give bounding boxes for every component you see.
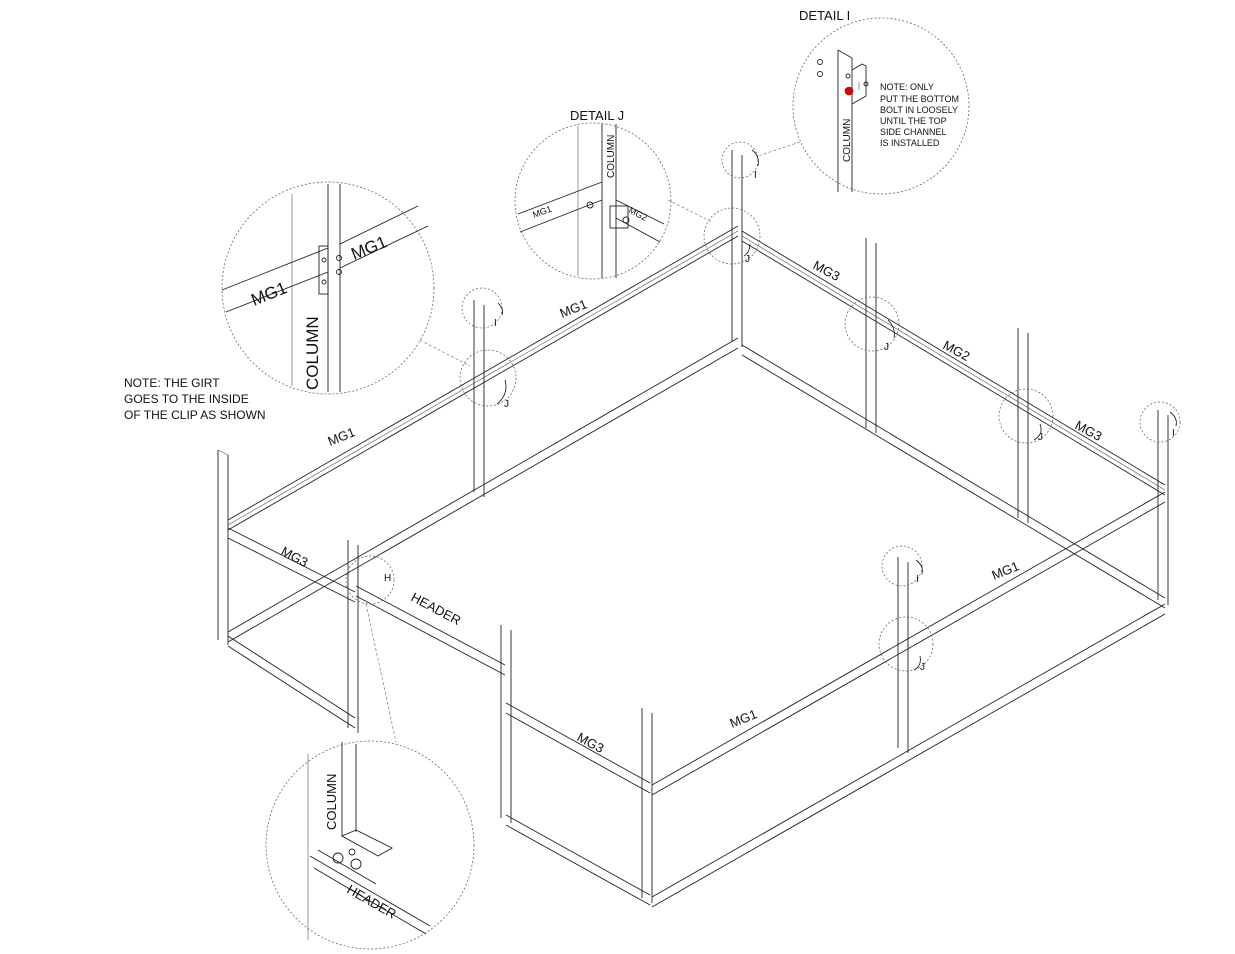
girt-note: NOTE: THE GIRT GOES TO THE INSIDE OF THE… <box>124 376 266 422</box>
label-mg1-left: MG1 <box>326 424 358 448</box>
girt-mg3-front <box>505 702 651 794</box>
detail-i-title: DETAIL I <box>799 8 850 23</box>
column-front-mid <box>641 708 653 903</box>
girt-note-line-1: NOTE: THE GIRT <box>124 376 220 390</box>
loose-bolt-highlight <box>844 86 854 96</box>
detail-h: COLUMN HEADER <box>265 740 475 950</box>
detail-j-title: DETAIL J <box>570 108 624 123</box>
ref-i-1: I <box>494 318 497 329</box>
bolt-note-line-2: PUT THE BOTTOM <box>880 94 959 104</box>
ref-j-3: J <box>884 342 889 353</box>
detail-label-mg1-a: MG1 <box>248 278 289 309</box>
column-back-corner <box>731 150 743 347</box>
detail-reference-letters: I J I J J J I I J H <box>384 170 1175 673</box>
column-left-mid <box>473 300 485 497</box>
detail-j-label-mg1: MG1 <box>531 204 553 220</box>
girt-mg1-left-top <box>227 225 739 531</box>
bolt-note-line-4: UNTIL THE TOP <box>880 116 947 126</box>
label-mg1-front: MG1 <box>728 706 760 730</box>
detail-h-label-header: HEADER <box>345 882 399 922</box>
bolt-note-line-6: IS INSTALLED <box>880 138 940 148</box>
column-door-right <box>500 625 512 823</box>
girt-right-top <box>741 230 1166 496</box>
ref-j-5: J <box>920 662 925 673</box>
girt-note-line-2: GOES TO THE INSIDE <box>124 392 249 406</box>
ref-j-4: J <box>1038 432 1043 443</box>
header-beam <box>355 585 506 676</box>
label-header: HEADER <box>409 589 464 628</box>
rail-right-bottom <box>741 344 1166 609</box>
ref-j-2: J <box>745 254 750 265</box>
label-mg3-right: MG3 <box>1073 417 1105 443</box>
girt-note-line-3: OF THE CLIP AS SHOWN <box>124 408 266 422</box>
rail-left-bottom <box>227 337 739 643</box>
frame-part-labels: MG1 MG1 MG3 MG2 MG3 MG1 MG3 HEADER MG3 M… <box>279 257 1105 755</box>
ref-j-1: J <box>504 399 509 410</box>
column-back-right-2 <box>1017 328 1029 523</box>
rotation-arrows <box>496 149 1177 671</box>
column-back-right-1 <box>865 238 877 433</box>
bolt-note-line-1: NOTE: ONLY <box>880 82 934 92</box>
detail-mg1-column: MG1 MG1 COLUMN <box>221 181 435 395</box>
detail-h-label-column: COLUMN <box>324 774 339 830</box>
detail-label-column-a: COLUMN <box>303 316 322 390</box>
label-mg1-back: MG1 <box>558 296 590 320</box>
column-door-left <box>347 540 359 733</box>
detail-leaders <box>365 141 801 743</box>
main-frame <box>217 150 1169 908</box>
rail-front-bottom <box>505 814 651 906</box>
bolt-note-line-3: BOLT IN LOOSELY <box>880 105 958 115</box>
detail-j-label-mg2: MG2 <box>627 205 649 223</box>
detail-j: DETAIL J MG1 MG2 COLUMN <box>514 108 672 280</box>
label-mg1-right: MG1 <box>990 558 1022 582</box>
column-left-end <box>217 449 229 645</box>
detail-i: DETAIL I COLUMN NOTE: ONLY PUT THE BOTTO… <box>792 8 970 195</box>
detail-markers <box>345 141 1181 672</box>
detail-i-label-column: COLUMN <box>842 119 853 162</box>
bolt-note-line-5: SIDE CHANNEL <box>880 127 947 137</box>
rail-left-end-bottom <box>227 635 356 729</box>
column-right-end <box>1157 410 1169 605</box>
rail-front-bottom-long <box>651 603 1166 908</box>
girt-mg3-left-end <box>227 527 356 603</box>
ref-h-1: H <box>384 573 391 584</box>
girt-mg1-front <box>651 491 1166 796</box>
detail-j-label-column: COLUMN <box>606 135 617 178</box>
label-mg3-front: MG3 <box>575 729 607 755</box>
column-front-right <box>897 557 909 753</box>
ref-i-3: I <box>1172 428 1175 439</box>
ref-i-2: I <box>754 170 757 181</box>
ref-i-4: I <box>916 574 919 585</box>
